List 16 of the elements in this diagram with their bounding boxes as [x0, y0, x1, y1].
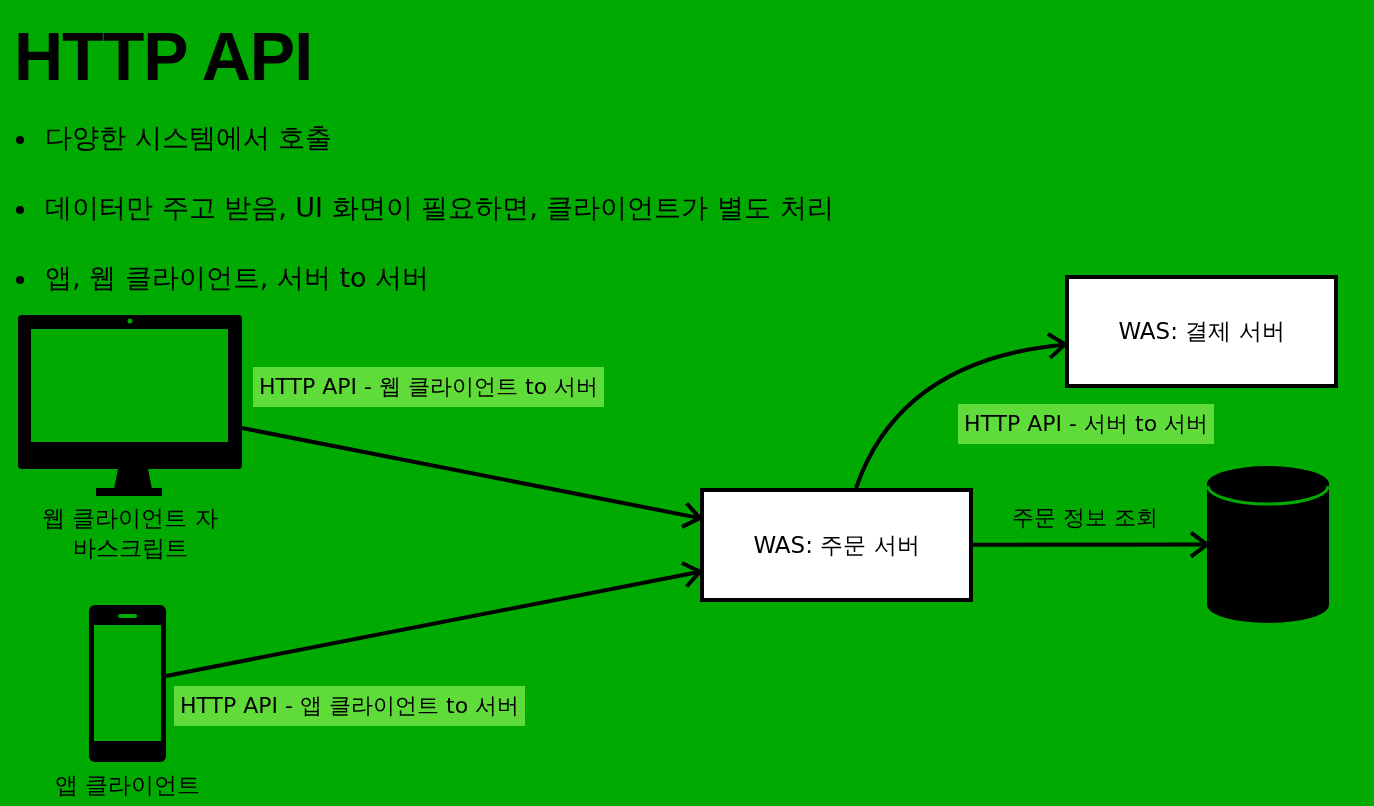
bullet-text: 데이터만 주고 받음, UI 화면이 필요하면, 클라이언트가 별도 처리: [45, 191, 834, 225]
server-box: WAS: 주문 서버: [700, 488, 973, 602]
title: HTTP API: [14, 18, 313, 94]
arrow: [241, 426, 702, 529]
server-box: WAS: 결제 서버: [1065, 275, 1338, 388]
arrow: [973, 530, 1209, 559]
arrow: [165, 560, 702, 678]
bullet-text: 다양한 시스템에서 호출: [45, 121, 333, 155]
device-caption: 앱 클라이언트: [53, 771, 202, 800]
bullet-text: 앱, 웹 클라이언트, 서버 to 서버: [45, 261, 430, 295]
edge-label: 주문 정보 조회: [1011, 504, 1159, 532]
edge-label: HTTP API - 웹 클라이언트 to 서버: [253, 367, 605, 407]
arrow: [854, 332, 1067, 489]
edge-label: HTTP API - 앱 클라이언트 to 서버: [174, 686, 526, 726]
edge-label: HTTP API - 서버 to 서버: [958, 404, 1215, 444]
device-caption: 웹 클라이언트 자바스크립트: [41, 504, 219, 563]
